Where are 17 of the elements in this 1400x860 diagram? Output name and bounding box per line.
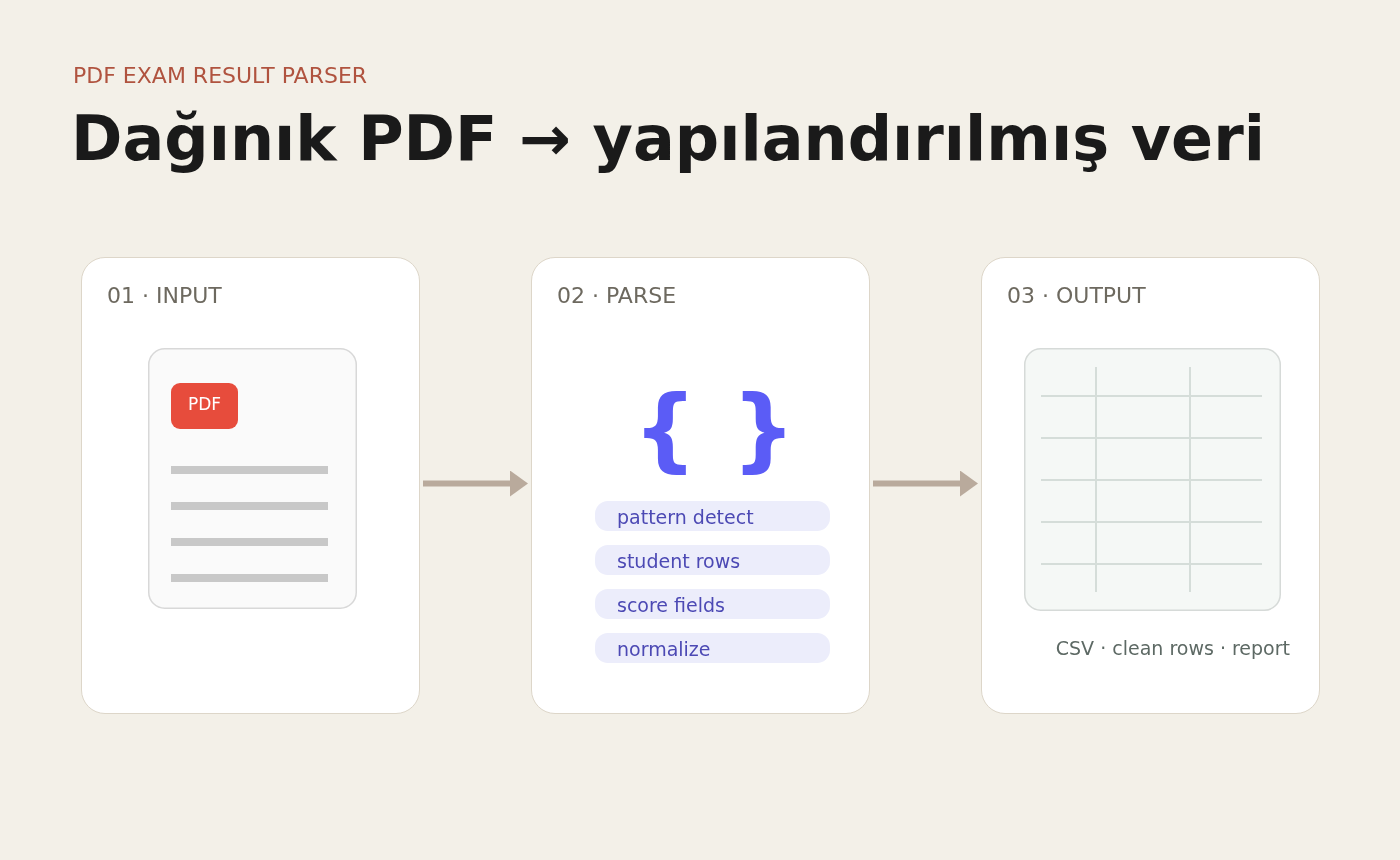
page-title: Dağınık PDF → yapılandırılmış veri <box>71 101 1265 177</box>
output-caption: CSV · clean rows · report <box>1055 636 1290 660</box>
step-card <box>81 257 420 714</box>
process-tag: pattern detect <box>595 501 830 531</box>
code-braces: { } <box>633 384 796 474</box>
process-tag: normalize <box>595 633 830 663</box>
eyebrow-text: PDF EXAM RESULT PARSER <box>73 62 368 90</box>
arrow <box>423 470 528 497</box>
process-tag: student rows <box>595 545 830 575</box>
card-heading: 03 · OUTPUT <box>1007 282 1146 310</box>
card-heading: 02 · PARSE <box>557 282 677 310</box>
step-card <box>981 257 1320 714</box>
file-type-tag: PDF <box>171 383 238 429</box>
step-card <box>531 257 870 714</box>
process-tag: score fields <box>595 589 830 619</box>
arrow <box>873 470 978 497</box>
card-heading: 01 · INPUT <box>107 282 222 310</box>
